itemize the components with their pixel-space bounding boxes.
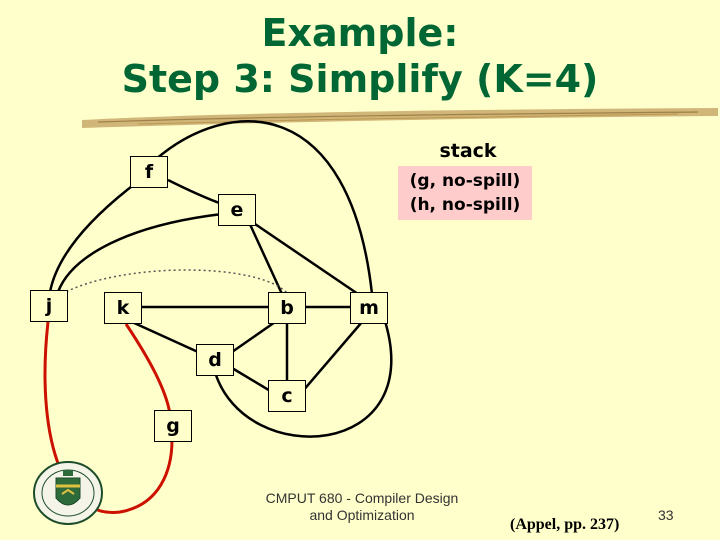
slide-title-line2: Step 3: Simplify (K=4)	[121, 57, 599, 101]
node-e: e	[218, 194, 256, 226]
university-crest-icon	[33, 461, 103, 525]
edge-e-b	[246, 219, 284, 295]
title-underline-brush	[82, 108, 718, 128]
node-j: j	[30, 290, 68, 322]
graph-edges	[43, 120, 393, 514]
node-k: k	[104, 292, 142, 324]
page-number: 33	[658, 507, 674, 523]
edge-j-g-highlighted	[43, 321, 174, 514]
node-f: f	[130, 156, 168, 188]
edge-f-j	[48, 179, 141, 293]
edge-k-g-highlighted	[124, 323, 172, 415]
edge-k-d	[131, 320, 199, 354]
node-b: b	[268, 292, 306, 324]
edge-m-d	[213, 317, 393, 438]
stack-box: (g, no-spill) (h, no-spill)	[398, 166, 532, 220]
stack-item: (g, no-spill)	[409, 171, 521, 191]
edge-m-c	[301, 321, 363, 393]
edge-b-d	[231, 318, 279, 354]
slide-title-line1: Example:	[261, 11, 459, 55]
node-m: m	[350, 292, 388, 324]
edge-f-e	[167, 178, 223, 206]
node-c: c	[268, 380, 306, 412]
node-g: g	[154, 410, 192, 442]
footer-line2: and Optimization	[309, 507, 415, 523]
edge-j-b-dotted	[61, 269, 289, 295]
stack-title: stack	[439, 140, 497, 162]
edge-f-m	[154, 120, 374, 295]
footer-line1: CMPUT 680 - Compiler Design	[265, 490, 459, 506]
edge-e-j	[56, 212, 223, 293]
edge-e-m	[254, 222, 359, 296]
citation: (Appel, pp. 237)	[510, 516, 620, 533]
node-d: d	[196, 344, 234, 376]
footer: CMPUT 680 - Compiler Design and Optimiza…	[262, 490, 462, 524]
edge-d-c	[231, 366, 273, 394]
stack-item: (h, no-spill)	[409, 195, 521, 215]
